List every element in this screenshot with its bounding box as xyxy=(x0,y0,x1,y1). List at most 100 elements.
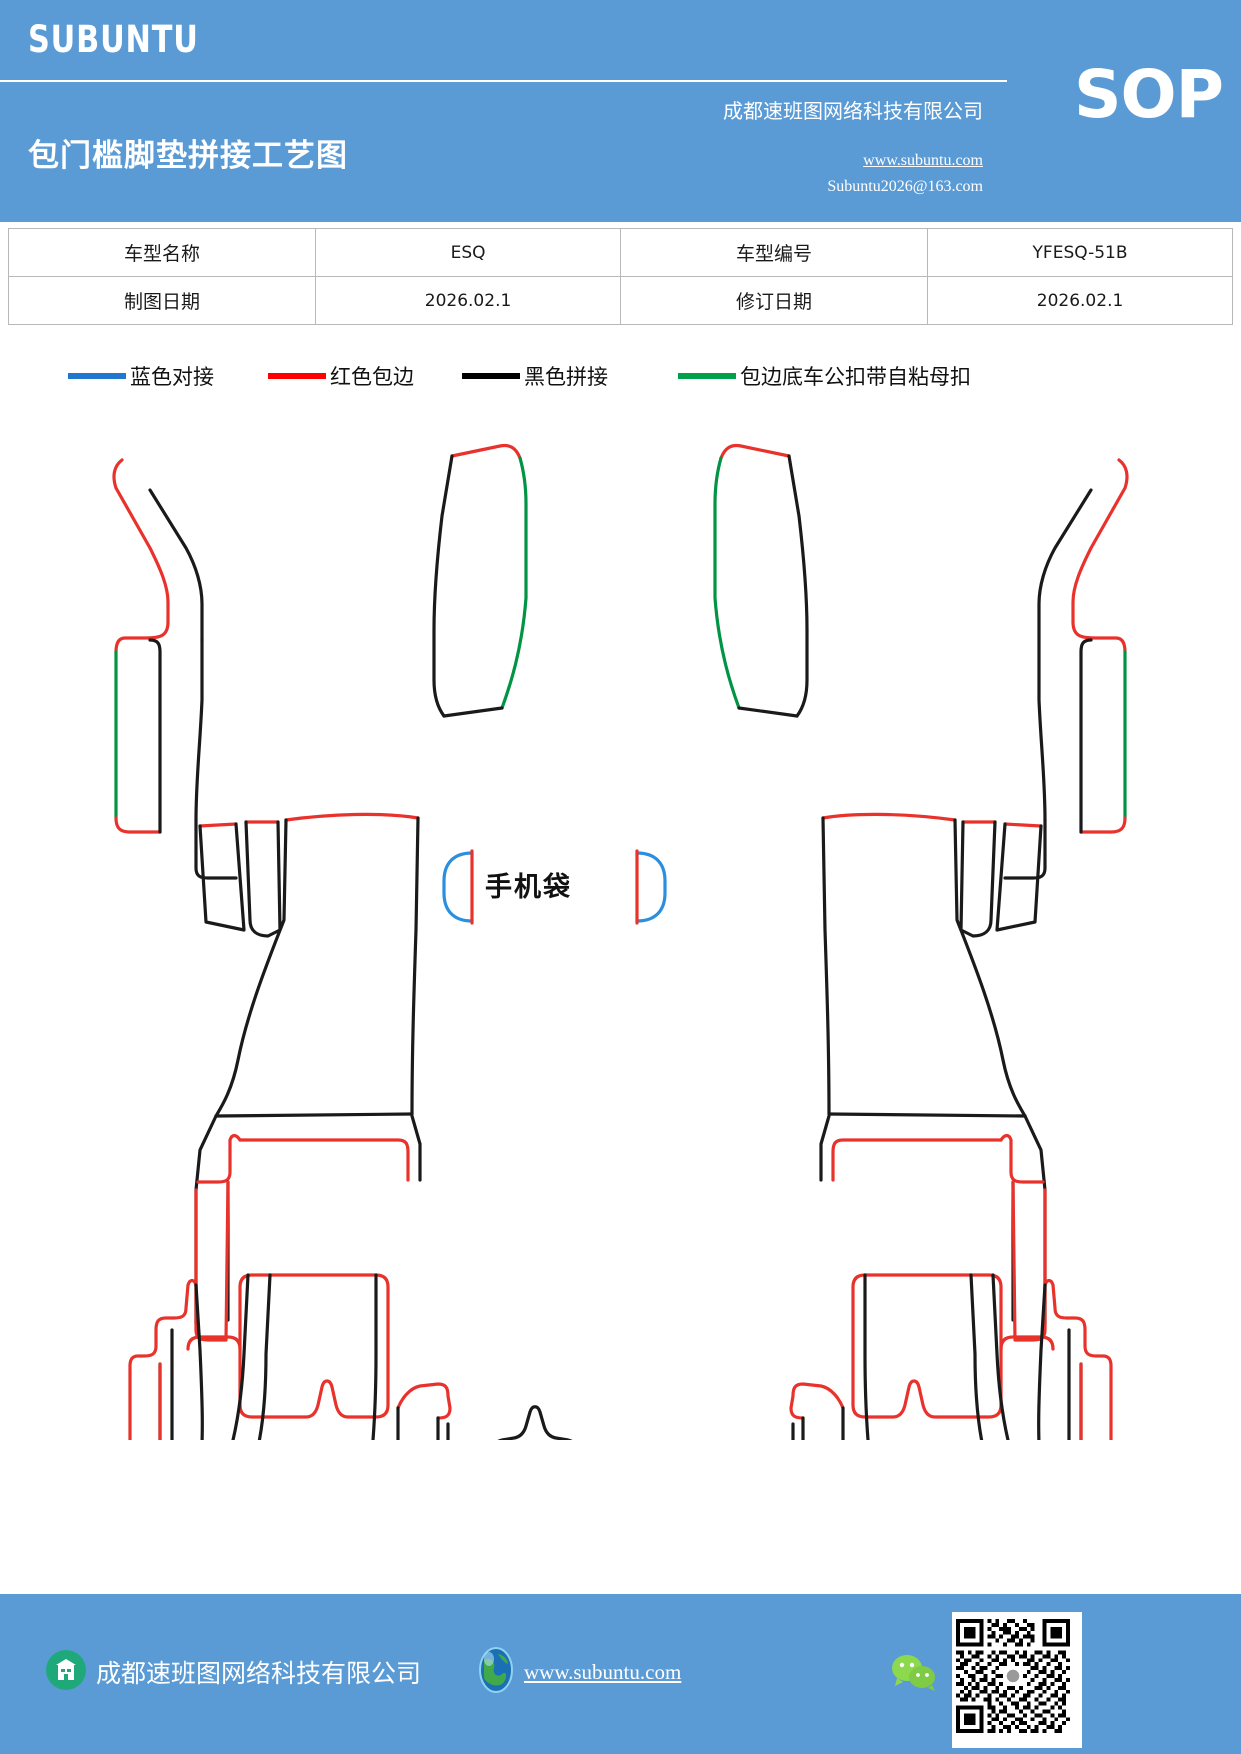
front-right-arm-black-seam xyxy=(1037,488,1093,642)
legend-swatch-black xyxy=(462,373,520,379)
front-right-mat-group xyxy=(819,458,1129,1342)
front-left-outer-red-edge-lower xyxy=(114,620,170,654)
center-right-panel-green-left xyxy=(713,456,741,710)
front-left-lower-panel-red xyxy=(194,1180,230,1342)
label-revision-date: 修订日期 xyxy=(619,276,929,325)
rear-left-main-red-outline xyxy=(186,1273,390,1419)
front-left-body-black-bottom xyxy=(214,1112,414,1118)
front-right-body-black-bottom xyxy=(827,1112,1027,1118)
front-right-outer-red-edge-lower xyxy=(1071,620,1127,654)
value-model-code: YFESQ-51B xyxy=(927,228,1233,277)
pattern-drawing xyxy=(0,400,1241,1440)
rear-right-black-seam-right xyxy=(991,1273,1010,1440)
center-right-panel-black-right xyxy=(787,454,809,718)
front-left-strip-black-inner xyxy=(148,638,162,834)
front-right-inner-black-edge xyxy=(1003,818,1047,880)
page-header: SUBUNTU 包门槛脚垫拼接工艺图 SOP 成都速班图网络科技有限公司 www… xyxy=(0,0,1241,222)
header-email: Subuntu2026@163.com xyxy=(827,178,983,195)
front-right-finger-1-black xyxy=(995,822,1043,932)
legend-label-black: 黑色拼接 xyxy=(524,365,608,389)
phone-pocket-left-blue-curve xyxy=(442,851,474,923)
front-right-center-panel-group xyxy=(713,443,809,718)
front-right-outer-red-edge xyxy=(1071,458,1129,624)
front-left-mat-group xyxy=(112,458,422,1342)
label-model-name: 车型名称 xyxy=(7,228,317,277)
front-right-skirt-red-edge xyxy=(999,1133,1045,1184)
rear-left-black-seam-left xyxy=(231,1273,250,1440)
front-left-finger-2-black xyxy=(244,820,282,938)
front-left-outer-red-edge xyxy=(112,458,170,624)
rear-center-tunnel-black xyxy=(497,1405,573,1440)
rear-right-skirt-red-right xyxy=(1079,1362,1083,1440)
header-company-name: 成都速班图网络科技有限公司 xyxy=(723,101,983,123)
front-right-skirt-red-edge-left xyxy=(831,1138,1003,1182)
front-left-skirt-black-right xyxy=(410,1114,422,1182)
front-left-arm-black-seam-lower xyxy=(194,638,204,822)
phone-pocket-markers xyxy=(442,849,667,925)
center-right-panel-red-top xyxy=(719,443,791,460)
center-left-panel-black-bottom xyxy=(442,706,504,718)
front-left-body-red-top-edge xyxy=(284,812,420,822)
center-left-panel-red-top xyxy=(450,443,522,460)
value-draw-date: 2026.02.1 xyxy=(315,276,621,325)
header-website-link[interactable]: www.subuntu.com xyxy=(863,152,983,169)
front-left-skirt-red-edge-right xyxy=(238,1138,410,1182)
front-left-strip-red-bottom xyxy=(114,816,162,834)
rear-right-side-tab-red xyxy=(1043,1278,1113,1440)
legend-swatch-red xyxy=(268,373,326,379)
phone-pocket-right-blue-curve xyxy=(635,851,667,923)
center-left-panel-green-right xyxy=(500,456,528,710)
value-model-name: ESQ xyxy=(315,228,621,277)
rear-right-main-red-outline xyxy=(851,1273,1055,1419)
front-right-strip-red-bottom xyxy=(1079,816,1127,834)
legend-label-red: 红色包边 xyxy=(330,365,414,389)
front-left-inner-black-edge xyxy=(194,818,238,880)
page-footer: 成都速班图网络科技有限公司 www.subuntu.com xyxy=(0,1594,1241,1754)
header-divider xyxy=(0,80,1007,82)
page-title: 包门槛脚垫拼接工艺图 xyxy=(28,138,348,174)
globe-icon xyxy=(474,1646,518,1694)
doc-type-badge: SOP xyxy=(1073,56,1224,133)
legend-swatch-green xyxy=(678,373,736,379)
legend-swatch-blue xyxy=(68,373,126,379)
rear-right-side-tab-inner-black xyxy=(1037,1283,1047,1440)
legend-item-green-velcro: 包边底车公扣带自粘母扣 xyxy=(678,361,971,391)
legend-item-red-edging: 红色包边 xyxy=(268,361,414,391)
value-revision-date: 2026.02.1 xyxy=(927,276,1233,325)
rear-right-left-tab-red xyxy=(789,1382,845,1420)
front-right-finger-2-black xyxy=(959,820,997,938)
legend-label-blue: 蓝色对接 xyxy=(130,365,214,389)
rear-left-mat-group xyxy=(128,1273,452,1440)
footer-website-link[interactable]: www.subuntu.com xyxy=(524,1660,682,1684)
front-left-arm-black-seam xyxy=(148,488,204,642)
front-left-center-panel-group xyxy=(432,443,528,718)
rear-left-side-tab-red xyxy=(128,1278,198,1440)
label-draw-date: 制图日期 xyxy=(7,276,317,325)
front-right-body-black-right xyxy=(953,818,1027,1118)
front-right-body-black-left xyxy=(821,816,831,1116)
front-right-body-red-top-edge xyxy=(821,812,957,822)
table-row: 车型名称 ESQ 车型编号 YFESQ-51B xyxy=(7,228,1233,277)
rear-left-side-tab-inner-black xyxy=(194,1283,204,1440)
rear-center-tunnel-group xyxy=(497,1405,573,1440)
front-right-strip-black-inner xyxy=(1079,638,1093,834)
front-right-skirt-black-left xyxy=(819,1114,831,1182)
rear-left-right-tab-red xyxy=(396,1382,452,1420)
rear-left-side-tab-black xyxy=(158,1362,162,1440)
phone-pocket-label: 手机袋 xyxy=(485,872,572,903)
front-right-skirt-black-outline xyxy=(1023,1114,1047,1192)
center-left-panel-black-left xyxy=(432,454,454,718)
front-left-finger-1-black xyxy=(198,822,246,932)
front-right-arm-black-seam-lower xyxy=(1037,638,1047,822)
front-right-finger-1-red-top xyxy=(1003,822,1043,828)
front-left-skirt-black-outline xyxy=(194,1114,218,1192)
label-model-code: 车型编号 xyxy=(619,228,929,277)
brand-logo: SUBUNTU xyxy=(28,18,199,61)
wechat-icon xyxy=(890,1652,938,1692)
rear-right-side-tab-black xyxy=(1079,1362,1083,1440)
qr-code xyxy=(952,1612,1082,1748)
rear-right-mat-group xyxy=(789,1273,1113,1440)
legend: 蓝色对接 红色包边 黑色拼接 包边底车公扣带自粘母扣 xyxy=(0,355,1241,395)
vehicle-info-table: 车型名称 ESQ 车型编号 YFESQ-51B 制图日期 2026.02.1 修… xyxy=(7,228,1233,325)
legend-item-black-splice: 黑色拼接 xyxy=(462,361,608,391)
